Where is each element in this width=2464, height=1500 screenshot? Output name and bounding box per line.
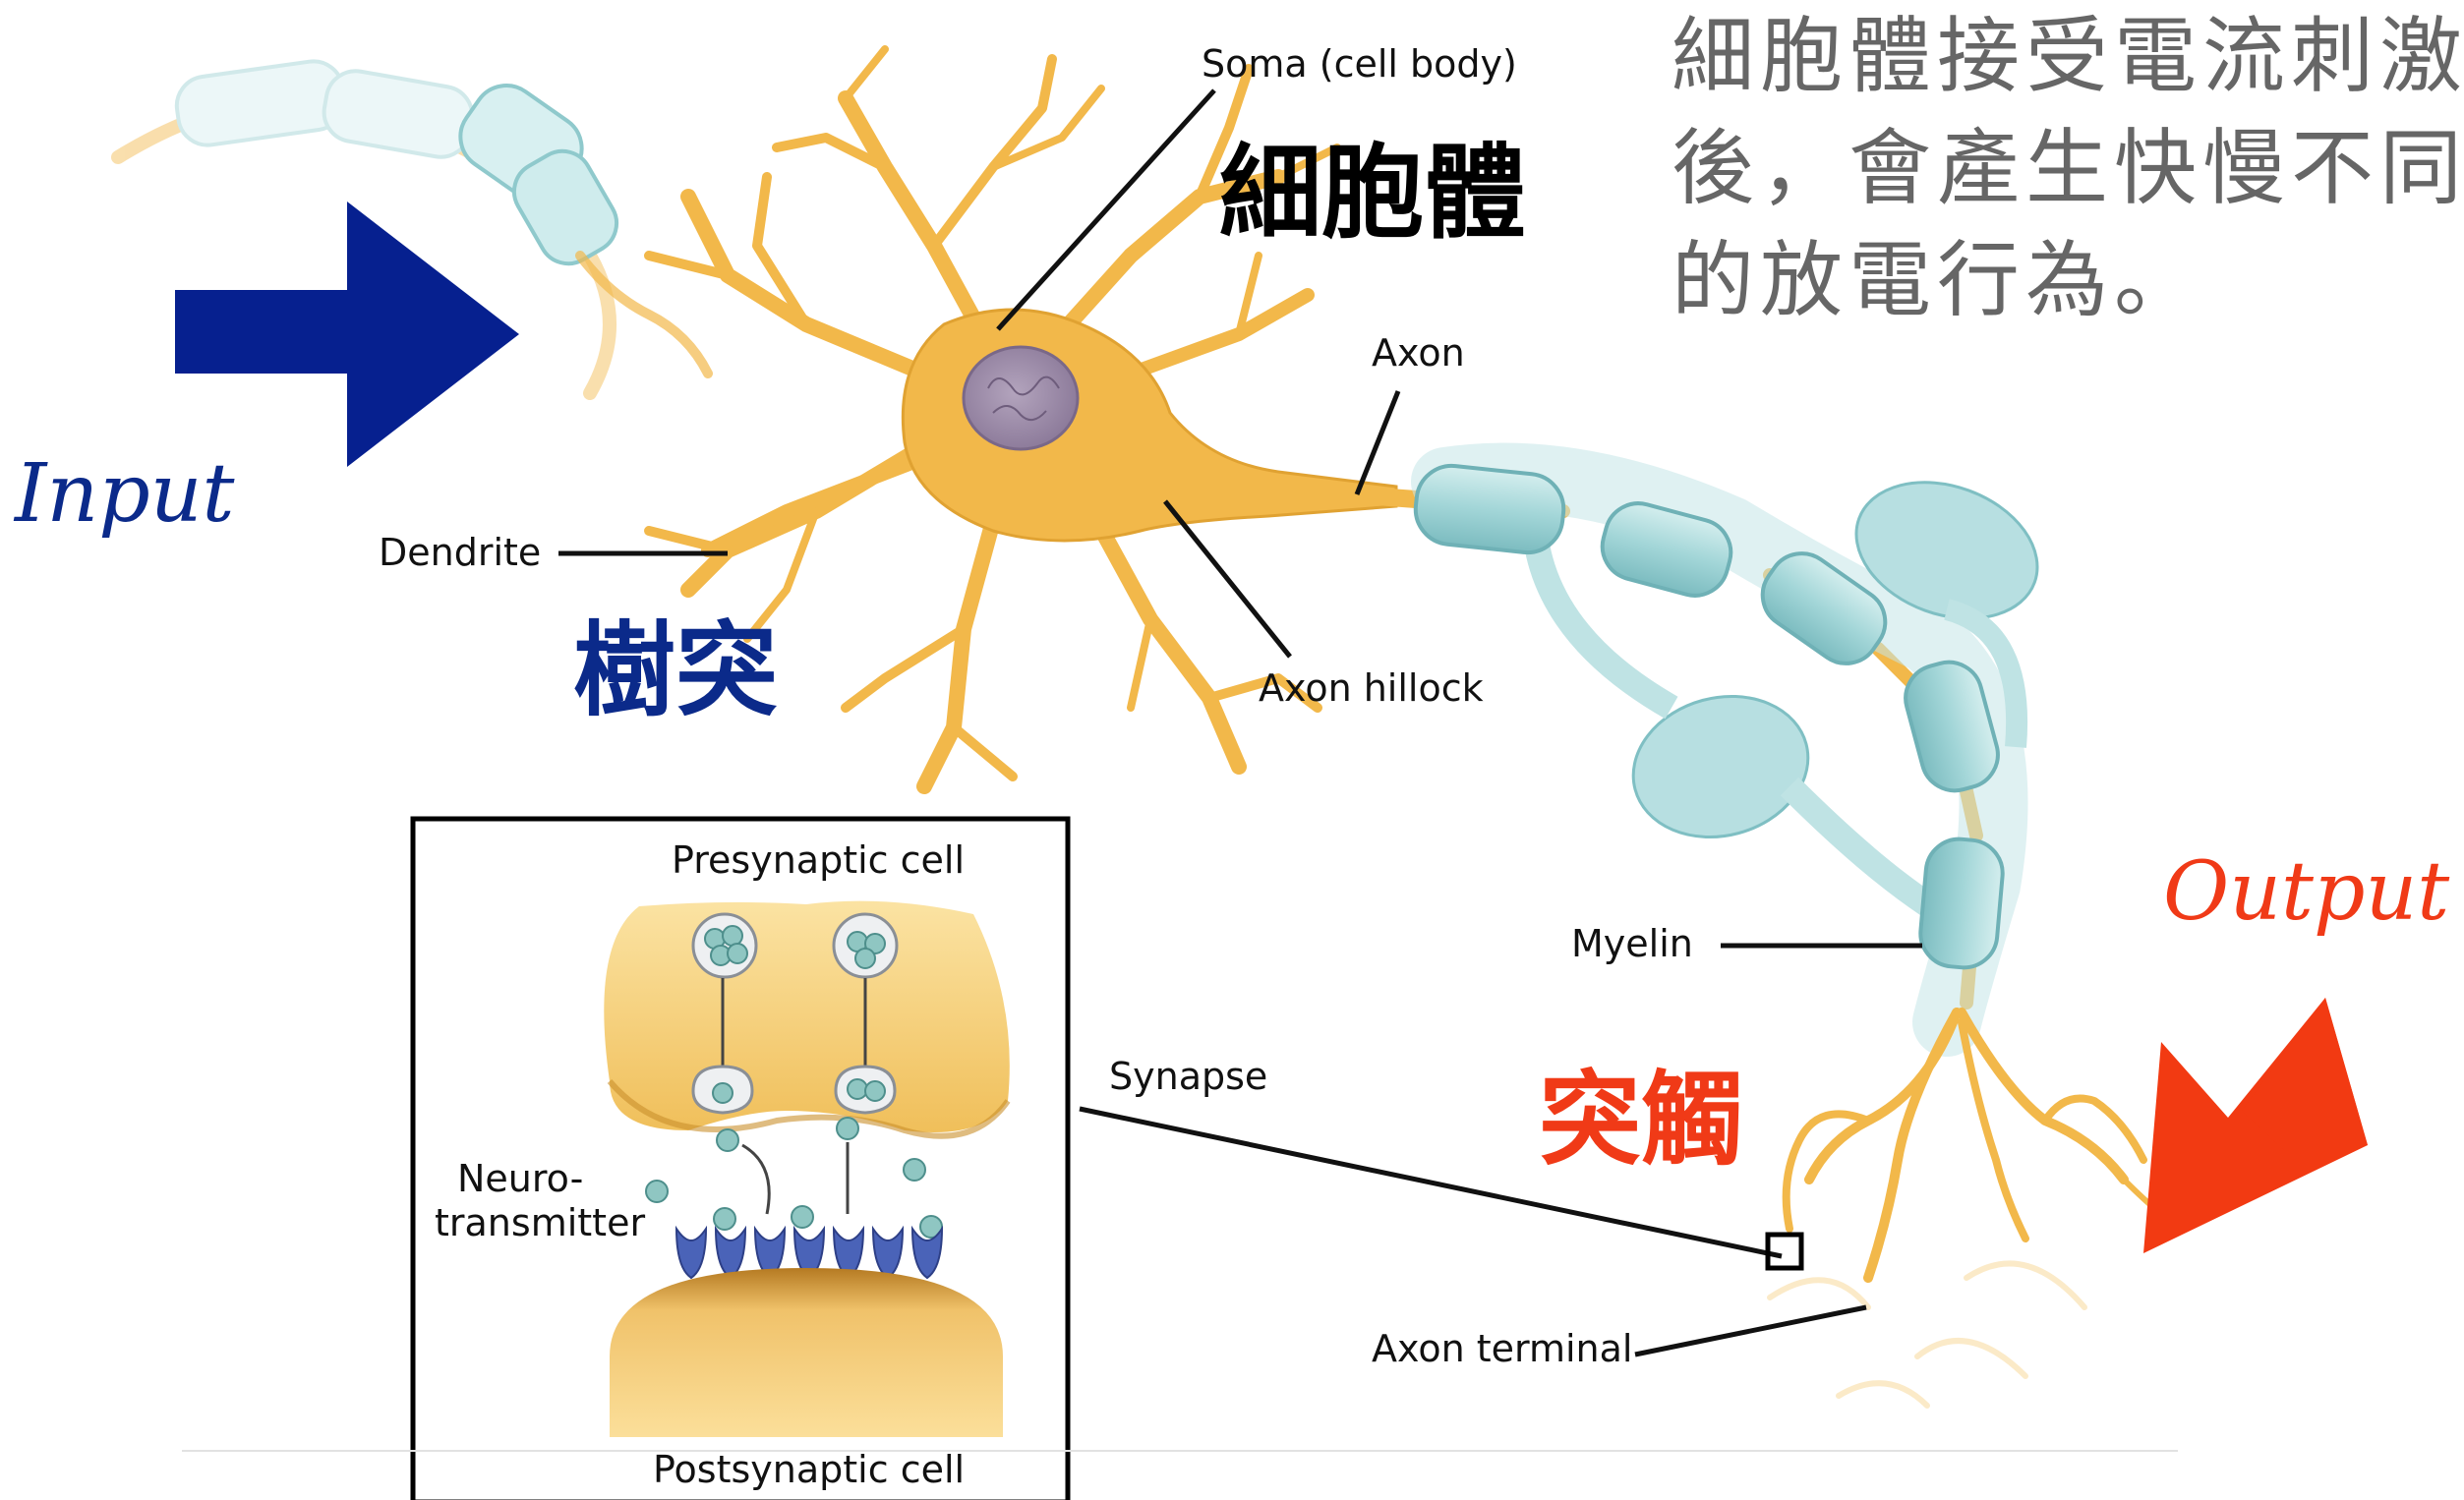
dendrite-chinese-label: 樹突 xyxy=(573,610,778,730)
myelin-sheath xyxy=(1412,458,2056,1022)
dendrite-label: Dendrite xyxy=(379,531,541,574)
nucleus xyxy=(964,347,1078,449)
output-label: Output xyxy=(2163,845,2450,939)
myelin-label: Myelin xyxy=(1571,922,1693,965)
synapse-marker xyxy=(1768,1235,1801,1268)
description-line-2: 後，會產生快慢不同 xyxy=(1672,120,2464,216)
axon-hillock-label: Axon hillock xyxy=(1259,666,1484,710)
terminal-leader xyxy=(1635,1307,1866,1355)
neurotransmitter-label-line1: Neuro- xyxy=(457,1157,583,1200)
postsynaptic-label: Postsynaptic cell xyxy=(653,1448,965,1491)
description-line-3: 的放電行為。 xyxy=(1672,232,2202,328)
synapse-chinese-label: 突觸 xyxy=(1539,1060,1743,1180)
input-arrow xyxy=(175,202,519,467)
synapse-label: Synapse xyxy=(1109,1055,1267,1098)
axon-terminal-branches xyxy=(1770,1012,2183,1406)
neurotransmitter-label-line2: transmitter xyxy=(435,1201,645,1244)
axon-label: Axon xyxy=(1372,331,1465,375)
soma-chinese-label: 細胞體 xyxy=(1219,133,1526,253)
soma-label: Soma (cell body) xyxy=(1202,42,1517,86)
description-line-1: 細胞體接受電流刺激 xyxy=(1672,8,2464,104)
input-label: Input xyxy=(13,447,236,541)
presynaptic-label: Presynaptic cell xyxy=(672,838,965,882)
axon-terminal-label: Axon terminal xyxy=(1372,1327,1632,1370)
hillock-leader xyxy=(1165,501,1290,657)
axon-leader xyxy=(1357,391,1398,494)
